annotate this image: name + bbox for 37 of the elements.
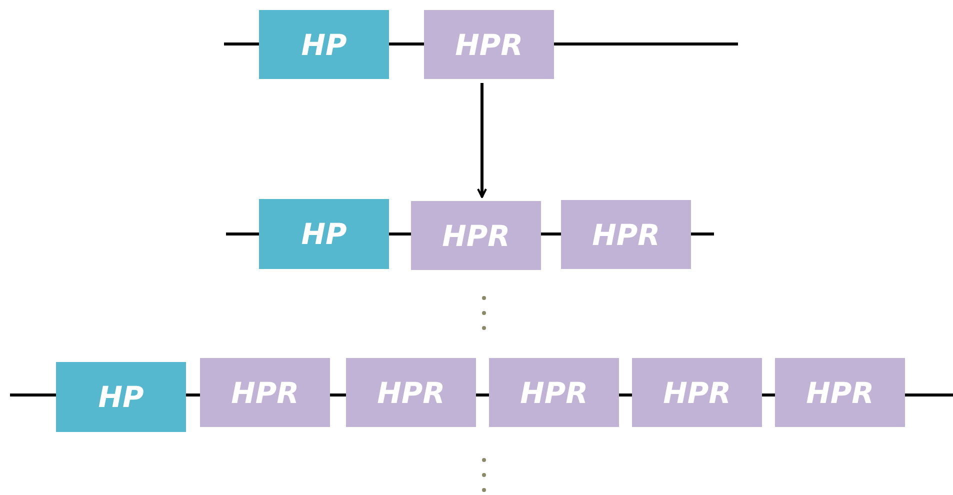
box-label: HP [301,28,347,62]
arrow [477,83,487,198]
strand-line [476,394,489,396]
strand-line [330,394,346,396]
gene-box [259,10,389,79]
gene-box [561,200,691,269]
gene-box [632,358,762,427]
box-label: HPR [663,376,731,410]
box-label: HP [301,217,347,251]
gene-box [411,201,541,270]
gene-box [424,10,554,79]
strand-line [691,232,714,236]
strand-line [226,232,259,236]
box-label: HP [98,380,144,414]
box-label: HPR [442,218,510,252]
gene-box [775,358,905,427]
box-label: HPR [520,376,588,410]
strand-line [389,232,411,236]
strand-line [224,42,259,46]
strand-line [619,394,632,396]
gene-box [259,199,389,269]
strand-line [541,232,561,236]
gene-box [200,358,330,427]
box-label: HPR [592,218,660,252]
gene-box [489,358,619,427]
gene-box [56,362,186,432]
box-label: HPR [231,376,299,410]
strand-line [10,394,56,396]
box-label: HPR [806,376,874,410]
box-label: HPR [377,376,445,410]
strand-line [186,394,200,396]
strand-line [554,42,738,46]
strand-line [762,394,775,396]
gene-box [346,358,476,427]
box-label: HPR [455,28,523,62]
strand-line [389,42,424,46]
strand-line [905,394,953,396]
